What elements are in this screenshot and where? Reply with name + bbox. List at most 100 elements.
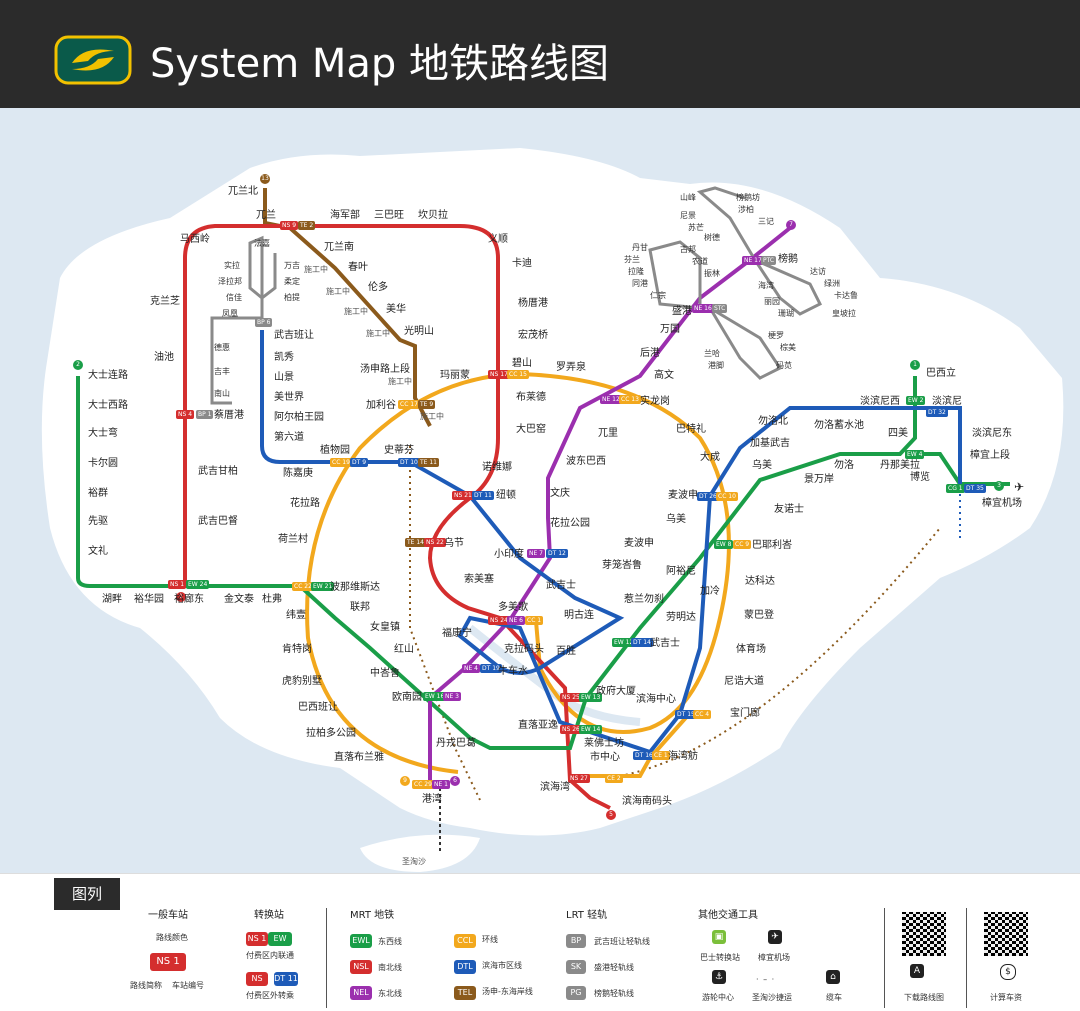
- lrt-label[interactable]: 涉柏: [738, 205, 754, 214]
- station-code-dt11[interactable]: DT 11: [472, 491, 494, 500]
- lrt-label[interactable]: 法嘉: [254, 239, 270, 248]
- station-code-dt12[interactable]: DT 12: [546, 549, 568, 558]
- station-label[interactable]: 小印度: [494, 549, 524, 560]
- lrt-label[interactable]: 港脚: [708, 361, 724, 370]
- station-label[interactable]: 玛丽蒙: [440, 370, 470, 381]
- lrt-label[interactable]: 兰哈: [704, 349, 720, 358]
- lrt-label[interactable]: 珊瑚: [778, 309, 794, 318]
- station-label[interactable]: 欧南园: [392, 692, 422, 703]
- station-code-ne7[interactable]: NE 7: [527, 549, 546, 558]
- station-code-ns25[interactable]: NS 25: [560, 693, 582, 702]
- station-code-ne12[interactable]: NE 12: [600, 395, 622, 404]
- legend-download[interactable]: 下载路线图: [904, 993, 944, 1002]
- station-label[interactable]: 巴西立: [926, 368, 956, 379]
- lrt-label[interactable]: 柔定: [284, 277, 300, 286]
- station-label[interactable]: 布莱德: [516, 392, 546, 403]
- station-label[interactable]: 丹那美拉: [880, 460, 920, 471]
- station-label[interactable]: 文庆: [550, 488, 570, 499]
- station-label[interactable]: 光明山: [404, 326, 434, 337]
- station-code-ew16[interactable]: EW 16: [423, 692, 447, 701]
- station-label[interactable]: 劳明达: [666, 612, 696, 623]
- station-label[interactable]: 凯秀: [274, 352, 294, 363]
- station-code-te9[interactable]: TE 9: [418, 400, 436, 409]
- station-label[interactable]: 芽笼峇鲁: [602, 560, 642, 571]
- station-label[interactable]: 多美歌: [498, 602, 528, 613]
- fare-qr-code[interactable]: [984, 912, 1028, 956]
- station-code-cc4[interactable]: CC 4: [693, 710, 712, 719]
- station-label[interactable]: 盛港: [672, 306, 692, 317]
- station-label[interactable]: 丹戎巴葛: [436, 738, 476, 749]
- station-code-dt26[interactable]: DT 26: [697, 492, 719, 501]
- station-label[interactable]: 勿洛北: [758, 416, 788, 427]
- station-label[interactable]: 碧山: [512, 358, 532, 369]
- station-label[interactable]: 克兰芝: [150, 296, 180, 307]
- station-label[interactable]: 大士弯: [88, 428, 118, 439]
- lrt-label[interactable]: 海湾: [758, 281, 774, 290]
- station-label[interactable]: 淡滨尼: [932, 396, 962, 407]
- station-code-ns22[interactable]: NS 22: [424, 538, 446, 547]
- lrt-label[interactable]: 芬兰: [624, 255, 640, 264]
- station-code-ne4[interactable]: NE 4: [462, 664, 481, 673]
- station-label[interactable]: 纬壹: [286, 610, 306, 621]
- lrt-label[interactable]: 榜鹅坊: [736, 193, 760, 202]
- station-code-cc15[interactable]: CC 15: [507, 370, 529, 379]
- station-code-cc10[interactable]: CC 10: [716, 492, 738, 501]
- lrt-label[interactable]: 丹甘: [632, 243, 648, 252]
- station-label[interactable]: 红山: [394, 644, 414, 655]
- station-label[interactable]: 卡尔圆: [88, 458, 118, 469]
- station-label[interactable]: 文礼: [88, 546, 108, 557]
- station-label[interactable]: 加冷: [700, 586, 720, 597]
- station-label[interactable]: 蒙巴登: [744, 610, 774, 621]
- station-label[interactable]: 三巴旺: [374, 210, 404, 221]
- station-code-cc13[interactable]: CC 13: [619, 395, 641, 404]
- station-label[interactable]: 马西岭: [180, 234, 210, 245]
- lrt-label[interactable]: 码苋: [776, 361, 792, 370]
- station-code-ew21[interactable]: EW 21: [311, 582, 335, 591]
- station-code-stc[interactable]: STC: [712, 304, 728, 313]
- station-label[interactable]: 四美: [888, 428, 908, 439]
- station-label[interactable]: 樟宜机场: [982, 498, 1022, 509]
- station-code-cc19[interactable]: CC 19: [330, 458, 352, 467]
- lrt-label[interactable]: 尼景: [680, 211, 696, 220]
- station-code-ce2[interactable]: CE 2: [605, 774, 623, 783]
- station-code-ne6[interactable]: NE 6: [507, 616, 526, 625]
- lrt-label[interactable]: 泽拉邦: [218, 277, 242, 286]
- station-label[interactable]: 海湾舫: [668, 751, 698, 762]
- station-code-ew8[interactable]: EW 8: [714, 540, 734, 549]
- station-code-cc29[interactable]: CC 29: [412, 780, 434, 789]
- lrt-label[interactable]: 同港: [632, 279, 648, 288]
- station-code-cc17[interactable]: CC 17: [398, 400, 420, 409]
- station-label[interactable]: 宏茂桥: [518, 330, 548, 341]
- station-code-ew14[interactable]: EW 14: [579, 725, 603, 734]
- station-code-dt14[interactable]: DT 14: [631, 638, 653, 647]
- lrt-label[interactable]: 树德: [704, 233, 720, 242]
- station-label[interactable]: 大士连路: [88, 370, 128, 381]
- station-label[interactable]: 乌美: [666, 514, 686, 525]
- station-label[interactable]: 荷兰村: [278, 534, 308, 545]
- station-code-ew4[interactable]: EW 4: [905, 450, 925, 459]
- station-label[interactable]: 罗弄泉: [556, 362, 586, 373]
- station-label[interactable]: 裕群: [88, 488, 108, 499]
- station-label[interactable]: 蔡厝港: [214, 410, 244, 421]
- station-label[interactable]: 武吉甘柏: [198, 466, 238, 477]
- station-label[interactable]: 武吉班让: [274, 330, 314, 341]
- station-label[interactable]: 市中心: [590, 752, 620, 763]
- station-label[interactable]: 加利谷: [366, 400, 396, 411]
- station-label[interactable]: 植物园: [320, 445, 350, 456]
- lrt-label[interactable]: 卡达鲁: [834, 291, 858, 300]
- lrt-label[interactable]: 三记: [758, 217, 774, 226]
- lrt-label[interactable]: 柏提: [284, 293, 300, 302]
- lrt-label[interactable]: 皇坡拉: [832, 309, 856, 318]
- station-label[interactable]: 杨厝港: [518, 298, 548, 309]
- station-label[interactable]: 巴特礼: [676, 424, 706, 435]
- station-label[interactable]: 美华: [386, 304, 406, 315]
- station-label[interactable]: 直落亚逸: [518, 720, 558, 731]
- station-label[interactable]: 榜鹅: [778, 254, 798, 265]
- lrt-label[interactable]: 达访: [810, 267, 826, 276]
- station-code-dt16[interactable]: DT 16: [633, 751, 655, 760]
- station-code-ew24[interactable]: EW 24: [186, 580, 210, 589]
- lrt-label[interactable]: 绿洲: [824, 279, 840, 288]
- station-label[interactable]: 裕华园: [134, 594, 164, 605]
- station-code-ns21[interactable]: NS 21: [452, 491, 474, 500]
- station-label[interactable]: 兀兰: [256, 210, 276, 221]
